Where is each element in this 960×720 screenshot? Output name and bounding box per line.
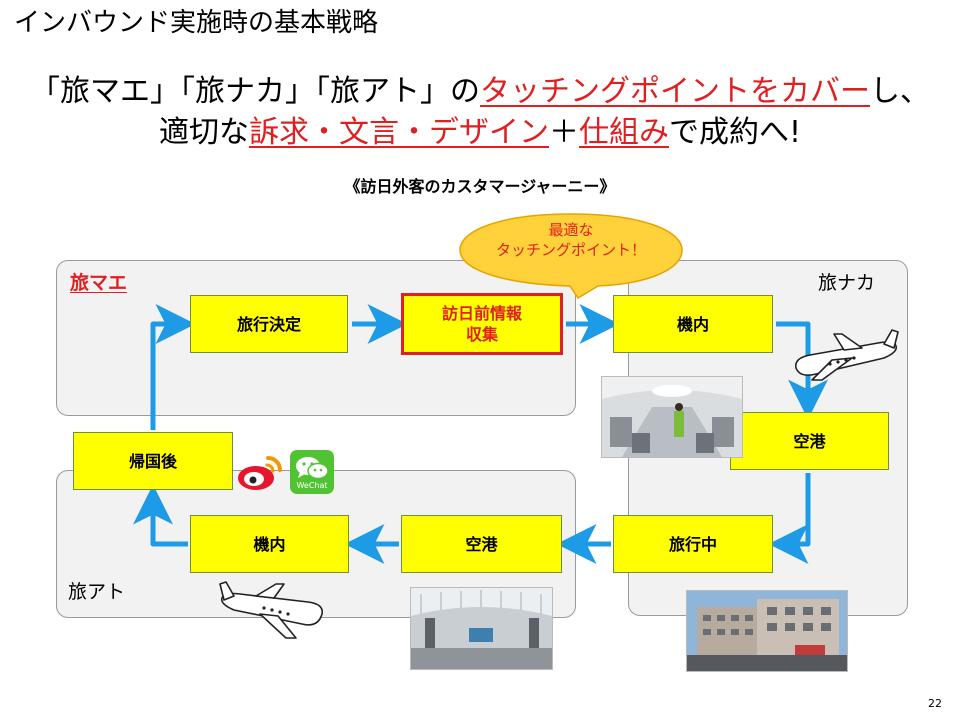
airport-terminal-photo <box>410 587 553 670</box>
page-title: インバウンド実施時の基本戦略 <box>14 8 379 38</box>
headline-line-2: 適切な訴求・文言・デザイン＋仕組みで成約へ! <box>0 113 960 153</box>
step-info-line-1: 訪日前情報 <box>441 304 522 323</box>
step-in-flight-outbound: 機内 <box>613 295 773 353</box>
step-during-trip: 旅行中 <box>613 515 773 573</box>
wechat-icon <box>290 450 334 494</box>
weibo-icon <box>238 456 282 490</box>
step-pre-visit-info: 訪日前情報 収集 <box>401 293 563 355</box>
journey-subtitle: 《訪日外客のカスタマージャーニー》 <box>344 177 616 196</box>
step-in-flight-return: 機内 <box>190 515 349 573</box>
headline-text: 適切な <box>158 115 249 150</box>
airplane-icon <box>794 329 899 381</box>
step-airport-arrival: 空港 <box>730 412 889 470</box>
headline-text: で成約へ! <box>668 115 802 150</box>
step-after-return: 帰国後 <box>73 432 233 490</box>
step-airport-departure: 空港 <box>401 515 562 573</box>
airplane-icon <box>219 581 324 639</box>
callout-line-2: タッチングポイント！ <box>495 241 646 259</box>
callout-text: 最適な タッチングポイント！ <box>458 220 684 260</box>
headline-highlight: 訴求・文言・デザイン <box>248 115 549 150</box>
callout-line-1: 最適な <box>548 221 594 239</box>
arrow-return-to-decide <box>150 304 196 430</box>
zone-after-label: 旅アト <box>68 581 126 603</box>
arrow-flight-to-return <box>133 484 188 547</box>
touchpoint-callout <box>459 213 683 300</box>
department-store-photo <box>686 590 848 672</box>
headline-text: し、 <box>870 74 930 109</box>
headline-highlight: タッチングポイントをカバー <box>480 74 870 109</box>
wechat-label: WeChat <box>296 481 328 490</box>
zone-during-label: 旅ナカ <box>818 272 876 294</box>
headline-line-1: 「旅マエ」「旅ナカ」「旅アト」のタッチングポイントをカバーし、 <box>0 72 960 112</box>
zone-before-label: 旅マエ <box>70 272 128 294</box>
headline-text: ＋ <box>548 115 579 150</box>
headline-text: 「旅マエ」「旅ナカ」「旅アト」の <box>30 74 480 109</box>
step-trip-decision: 旅行決定 <box>190 295 348 353</box>
headline-highlight: 仕組み <box>578 115 669 150</box>
airplane-cabin-photo <box>601 376 743 458</box>
arrow-flight-to-airport <box>776 321 828 420</box>
arrow-airport-to-trip <box>768 473 811 564</box>
step-info-line-2: 収集 <box>465 325 498 344</box>
page-number: 22 <box>928 697 942 710</box>
